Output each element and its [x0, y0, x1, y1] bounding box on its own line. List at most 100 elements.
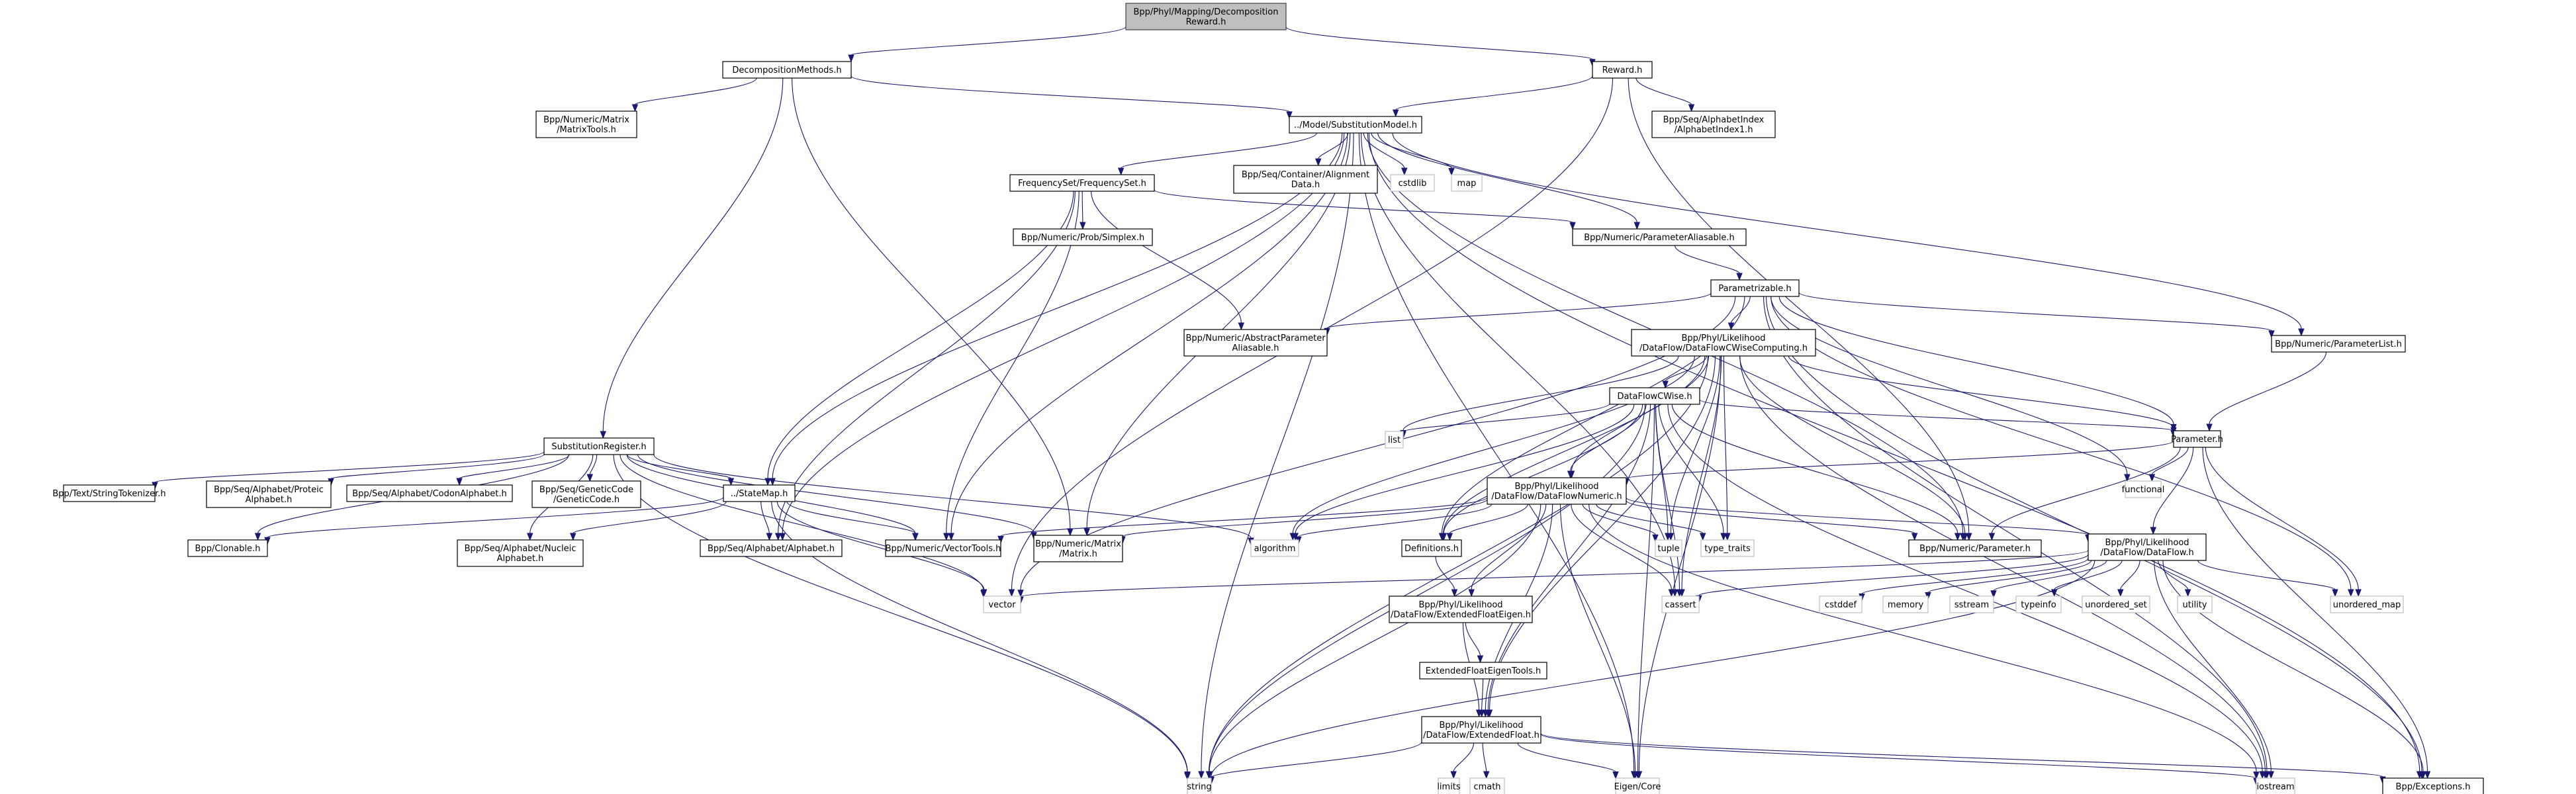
node-label: unordered_set — [2085, 600, 2146, 610]
arrowhead-icon — [1198, 771, 1205, 779]
node-paramlist[interactable]: Bpp/Numeric/ParameterList.h — [2271, 335, 2406, 353]
node-label: Bpp/Seq/AlphabetIndex — [1663, 115, 1765, 125]
node-box — [1125, 3, 1287, 30]
node-matrixtools[interactable]: Bpp/Numeric/Matrix/MatrixTools.h — [535, 110, 637, 138]
edge-line — [1626, 500, 1915, 534]
arrowhead-icon — [1238, 322, 1245, 331]
arrowhead-icon — [1446, 533, 1453, 541]
node-vectortools[interactable]: Bpp/Numeric/VectorTools.h — [885, 539, 1001, 557]
edge-line — [1570, 404, 1647, 472]
node-efeigentools[interactable]: ExtendedFloatEigenTools.h — [1419, 662, 1547, 680]
edge-line — [1481, 678, 1484, 711]
arrowhead-icon — [1988, 533, 1996, 541]
node-genetic[interactable]: Bpp/Seq/GeneticCode/GeneticCode.h — [531, 480, 641, 508]
node-dfcwc[interactable]: Bpp/Phyl/Likelihood/DataFlow/DataFlowCWi… — [1631, 329, 1816, 357]
arrowhead-icon — [774, 533, 782, 541]
node-alphaindex[interactable]: Bpp/Seq/AlphabetIndex/AlphabetIndex1.h — [1651, 110, 1776, 138]
edge-line — [2158, 560, 2189, 590]
arrowhead-icon — [769, 478, 776, 486]
node-codon[interactable]: Bpp/Seq/Alphabet/CodonAlphabet.h — [346, 484, 513, 502]
node-label: limits — [1437, 782, 1461, 792]
node-clonable[interactable]: Bpp/Clonable.h — [187, 539, 268, 557]
edge-subreg-to-genetic — [586, 454, 598, 482]
node-parametrizable[interactable]: Parametrizable.h — [1710, 279, 1800, 297]
edge-line — [1698, 554, 2089, 596]
node-exceptions[interactable]: Bpp/Exceptions.h — [2382, 777, 2484, 794]
edge-submodel-to-vectortools — [948, 132, 1348, 541]
edge-parameterh-to-dataflow — [2150, 447, 2194, 535]
edge-line — [1655, 404, 1680, 590]
node-box — [2173, 430, 2221, 448]
edge-reward-to-submodel — [1392, 75, 1593, 118]
node-label: Bpp/Seq/GeneticCode — [539, 485, 633, 495]
node-parameterh[interactable]: Parameter.h — [2171, 430, 2223, 448]
edge-line — [620, 454, 984, 591]
node-matrix[interactable]: Bpp/Numeric/Matrix/Matrix.h — [1033, 535, 1123, 562]
arrowhead-icon — [2124, 474, 2131, 482]
node-label: Bpp/Seq/Alphabet/Proteic — [214, 485, 324, 495]
node-paramalias[interactable]: Bpp/Numeric/ParameterAliasable.h — [1572, 228, 1747, 246]
node-submodel[interactable]: ../Model/SubstitutionModel.h — [1289, 116, 1422, 134]
node-definitions[interactable]: Definitions.h — [1401, 539, 1462, 557]
node-label: Bpp/Clonable.h — [195, 544, 261, 554]
edge-efeigen-to-efeigentools — [1465, 622, 1484, 664]
edge-line — [1122, 499, 1488, 537]
edge-dataflow-to-sstream — [1990, 560, 2107, 599]
edge-parametrizable-to-dfcwc — [1727, 296, 1751, 331]
edge-line — [1363, 132, 1405, 169]
arrowhead-icon — [1450, 771, 1457, 779]
node-numparam[interactable]: Bpp/Numeric/Parameter.h — [1908, 539, 2042, 557]
node-reward[interactable]: Reward.h — [1592, 61, 1653, 79]
edge-submodel-to-map — [1371, 132, 1455, 176]
edge-decomp-to-subreg — [600, 77, 784, 439]
node-label: Bpp/Seq/Alphabet/CodonAlphabet.h — [352, 489, 507, 499]
node-simplex[interactable]: Bpp/Numeric/Prob/Simplex.h — [1013, 228, 1153, 246]
arrowhead-icon — [1206, 771, 1213, 779]
node-box — [1882, 596, 1929, 613]
node-box — [543, 437, 655, 455]
node-freqset[interactable]: FrequencySet/FrequencySet.h — [1009, 174, 1155, 192]
arrowhead-icon — [1440, 533, 1448, 541]
arrowhead-icon — [2332, 589, 2338, 597]
node-decomp[interactable]: DecompositionMethods.h — [722, 61, 852, 79]
edge-line — [1763, 296, 2268, 772]
edge-line — [1292, 355, 1695, 534]
node-efeigen[interactable]: Bpp/Phyl/Likelihood/DataFlow/ExtendedFlo… — [1389, 596, 1533, 623]
edge-dfnumeric-to-eigencore — [1559, 504, 1639, 779]
edge-line — [2197, 560, 2336, 590]
edge-line — [613, 454, 1188, 773]
edge-submodel-to-alphabet — [779, 132, 1345, 541]
node-alphabet[interactable]: Bpp/Seq/Alphabet/Alphabet.h — [700, 539, 843, 557]
node-subreg[interactable]: SubstitutionRegister.h — [543, 437, 655, 455]
edge-parameterh-to-functional — [2148, 447, 2189, 482]
node-strtok[interactable]: Bpp/Text/StringTokenizer.h — [52, 484, 166, 502]
arrowhead-icon — [631, 104, 639, 112]
node-label: Alphabet.h — [497, 554, 544, 564]
node-box — [1631, 329, 1816, 357]
node-extfloat[interactable]: Bpp/Phyl/Likelihood/DataFlow/ExtendedFlo… — [1421, 716, 1541, 744]
arrowhead-icon — [2420, 771, 2426, 779]
arrowhead-icon — [1652, 534, 1659, 543]
node-label: Bpp/Numeric/VectorTools.h — [886, 544, 1001, 554]
edge-line — [1739, 355, 2266, 772]
node-label: cmath — [1473, 782, 1500, 792]
node-statemap[interactable]: ../StateMap.h — [723, 484, 796, 502]
node-box — [63, 484, 156, 502]
node-box — [1700, 539, 1755, 557]
node-dfcwise[interactable]: DataFlowCWise.h — [1609, 387, 1700, 405]
node-dfnumeric[interactable]: Bpp/Phyl/Likelihood/DataFlow/DataFlowNum… — [1487, 477, 1627, 505]
node-dataflow[interactable]: Bpp/Phyl/Likelihood/DataFlow/DataFlow.h — [2088, 533, 2207, 561]
node-label: Bpp/Numeric/Parameter.h — [1919, 544, 2031, 554]
node-box — [535, 110, 637, 138]
edge-line — [267, 496, 724, 538]
edge-line — [459, 454, 570, 479]
arrowhead-icon — [1966, 533, 1972, 541]
node-box — [1655, 539, 1682, 557]
arrowhead-icon — [1482, 709, 1489, 718]
node-cmath: cmath — [1469, 777, 1505, 794]
node-label: typeinfo — [2021, 600, 2056, 610]
